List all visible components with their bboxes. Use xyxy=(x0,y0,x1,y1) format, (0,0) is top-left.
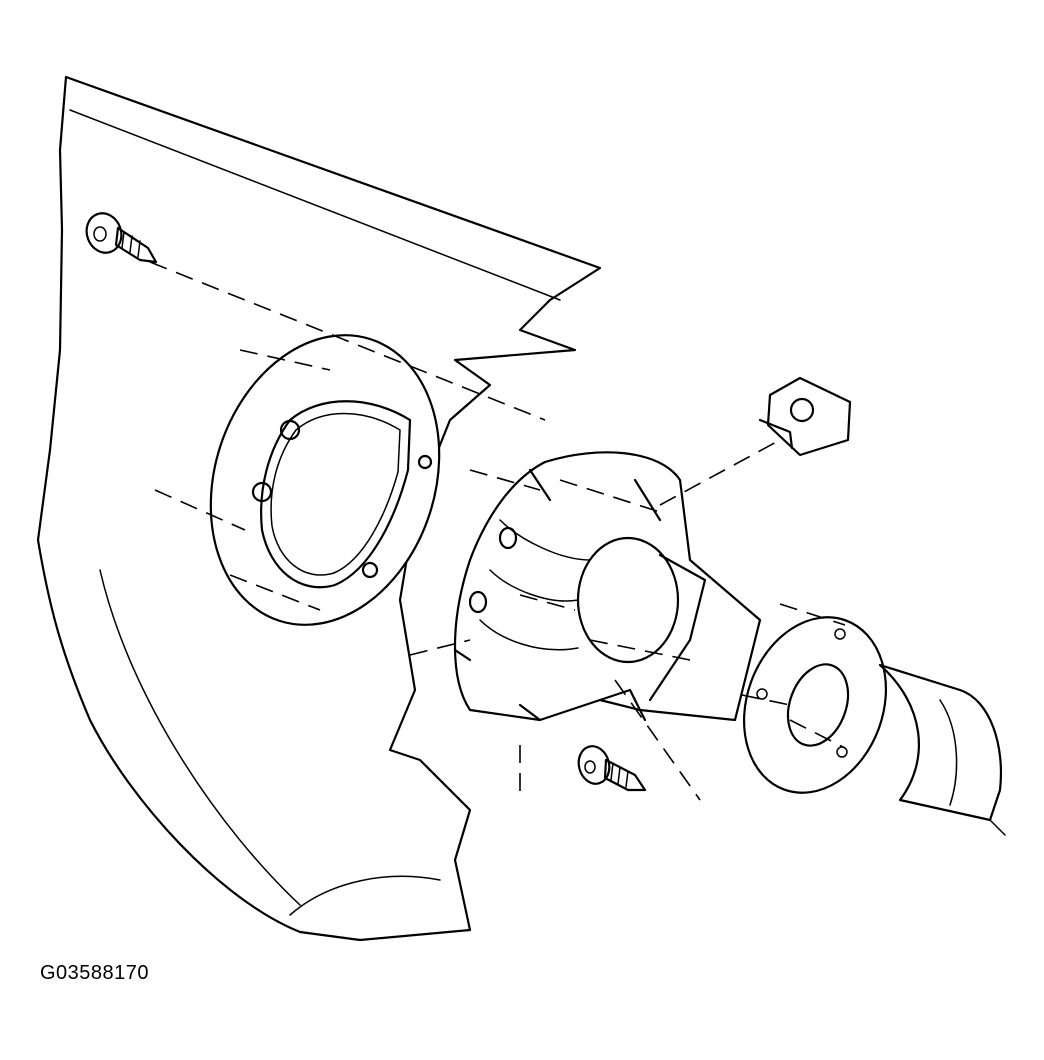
filler-neck-flange xyxy=(742,616,888,794)
speed-nut xyxy=(758,376,852,457)
mounting-ring xyxy=(209,334,441,626)
upper-screw xyxy=(85,212,158,264)
fuel-filler-pocket xyxy=(453,451,762,722)
lower-screw xyxy=(577,745,647,792)
filler-pipe xyxy=(878,663,1006,836)
alignment-lines xyxy=(149,261,846,801)
body-panel xyxy=(36,75,602,942)
figure-id-label: G03588170 xyxy=(40,962,150,984)
